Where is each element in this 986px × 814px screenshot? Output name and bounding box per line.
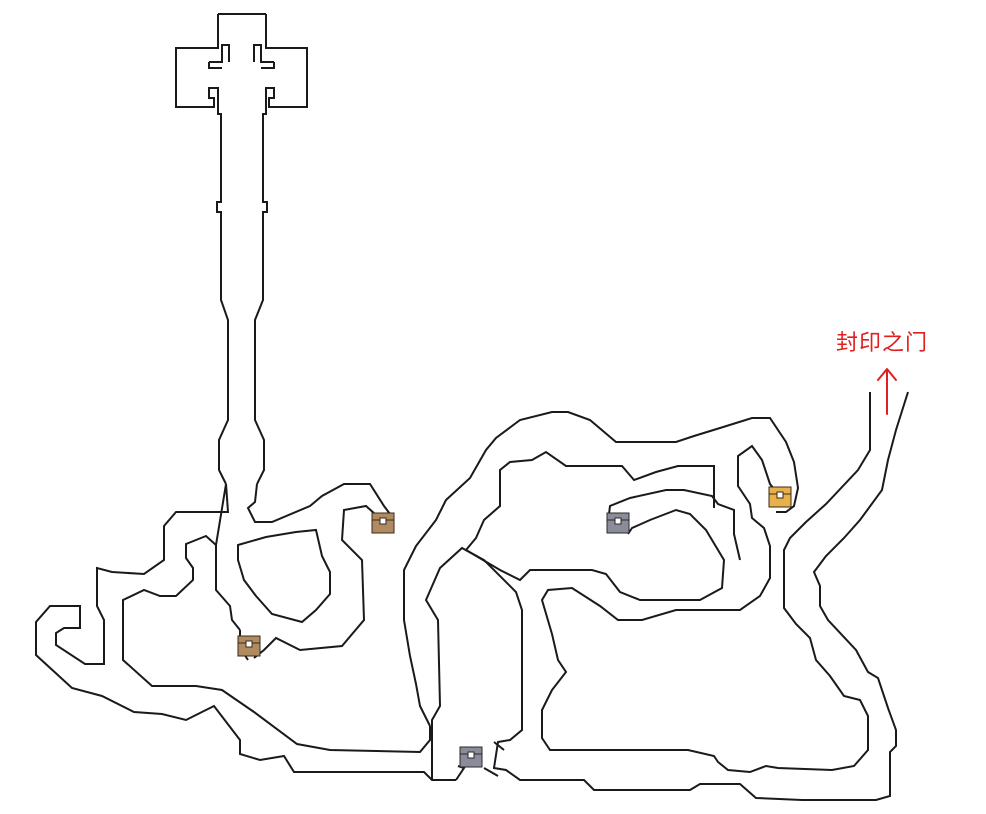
chest-grey-middle[interactable] bbox=[606, 512, 630, 534]
middle-cave-walls bbox=[403, 391, 909, 801]
tower-walls bbox=[175, 13, 308, 485]
chest-brown-bottom[interactable] bbox=[237, 635, 261, 657]
left-cave-walls bbox=[35, 483, 456, 781]
arrow-up-icon[interactable] bbox=[874, 364, 900, 416]
chest-brown-top[interactable] bbox=[371, 512, 395, 534]
sealed-gate-label: 封印之门 bbox=[836, 331, 929, 356]
chest-grey-bottom[interactable] bbox=[459, 746, 483, 768]
chest-gold[interactable] bbox=[768, 486, 792, 508]
